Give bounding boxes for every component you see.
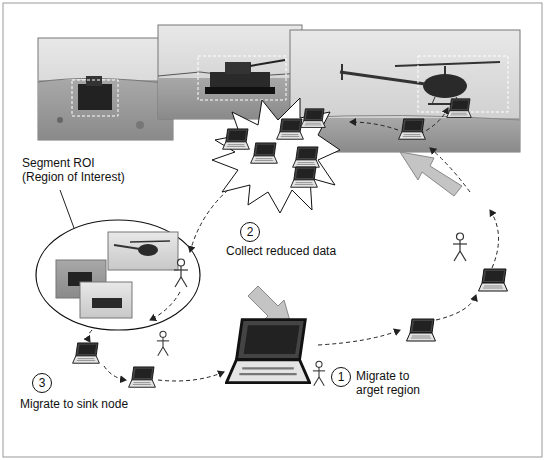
roi-label: Segment ROI — [22, 156, 95, 170]
callout-number: 2 — [247, 226, 254, 238]
laptop-node — [73, 99, 508, 387]
helicopter-photo — [290, 30, 520, 152]
step-label: Migrate to arget region — [356, 369, 431, 397]
step-circle: 3 — [32, 373, 52, 393]
callout-number: 3 — [39, 377, 46, 389]
flow-arrow — [400, 152, 462, 196]
step-circle: 1 — [331, 367, 351, 387]
mobile-agent — [157, 233, 467, 386]
tank-photo — [158, 25, 302, 119]
step-label: Collect reduced data — [226, 244, 336, 258]
step-circle: 2 — [240, 222, 260, 242]
collect-burst — [212, 98, 340, 213]
leader-line — [60, 190, 74, 228]
roi-label: (Region of Interest) — [22, 170, 125, 184]
vehicle-photo — [38, 38, 173, 140]
step-label: Migrate to sink node — [20, 397, 128, 411]
roi-ellipse — [36, 220, 200, 330]
callout-number: 1 — [338, 371, 345, 383]
